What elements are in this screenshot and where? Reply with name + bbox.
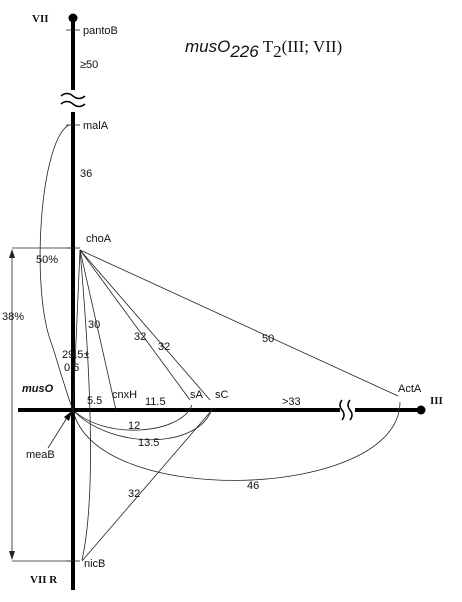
marker-cnxH: cnxH bbox=[112, 389, 137, 401]
link-sC-nicB bbox=[81, 409, 213, 562]
chromosome-iii-break-symbol bbox=[339, 399, 353, 421]
distance-cnxH-sA: 11.5 bbox=[145, 396, 166, 408]
marker-ActA: ActA bbox=[398, 383, 422, 395]
distance-sC-nicB: 32 bbox=[128, 488, 140, 500]
title-t-sub: 2 bbox=[273, 42, 282, 61]
title-gene: musO bbox=[185, 37, 230, 56]
title-rest: (III; VII) bbox=[282, 37, 343, 56]
arc-musO-sC bbox=[72, 407, 213, 441]
chromosome-label-top: VII bbox=[32, 13, 49, 25]
distance-malA-choA: 36 bbox=[80, 168, 92, 180]
link-choA-cnxH bbox=[79, 249, 117, 411]
distance-choA-musO-a: 29.5± bbox=[62, 349, 89, 361]
title-t: T bbox=[263, 37, 274, 56]
distance-pantoB-malA: ≥50 bbox=[80, 59, 98, 71]
arc-musO-ActA bbox=[72, 401, 401, 481]
distance-choA-musO-b: 0.6 bbox=[64, 362, 79, 374]
title-subscript: 226 bbox=[229, 42, 259, 61]
marker-meaB: meaB bbox=[26, 449, 55, 461]
chromosome-label-bottom: VII R bbox=[30, 574, 58, 586]
distance-choA-sA: 32 bbox=[134, 331, 146, 343]
arc-musO-sA bbox=[72, 404, 193, 431]
distance-choA-cnxH: 30 bbox=[88, 319, 100, 331]
chromosome-label-right: III bbox=[430, 395, 443, 407]
meaB-arrowhead bbox=[64, 411, 72, 421]
distance-choA-ActA: 50 bbox=[262, 333, 274, 345]
link-choA-musO bbox=[72, 249, 81, 411]
distance-musO-sC-arc: 13.5 bbox=[138, 437, 159, 449]
marker-musO: musO bbox=[22, 383, 54, 395]
distance-musO-cnxH: 5.5 bbox=[87, 395, 102, 407]
marker-malA: malA bbox=[83, 120, 109, 132]
centromere-vii bbox=[68, 13, 78, 23]
arc-malA-musO bbox=[39, 124, 74, 411]
bracket-arrow-up bbox=[9, 249, 15, 258]
distance-choA-sC: 32 bbox=[158, 341, 170, 353]
percent-38: 38% bbox=[2, 311, 24, 323]
marker-sC: sC bbox=[215, 389, 229, 401]
distance-musO-sA-arc: 12 bbox=[128, 420, 140, 432]
link-choA-sC bbox=[79, 249, 211, 401]
chromosome-break-symbol bbox=[60, 92, 86, 108]
marker-nicB: nicB bbox=[84, 558, 105, 570]
bracket-arrow-down bbox=[9, 551, 15, 560]
link-choA-nicB bbox=[79, 249, 91, 561]
centromere-iii bbox=[416, 405, 426, 415]
link-choA-ActA bbox=[79, 249, 399, 397]
percent-50: 50% bbox=[36, 254, 58, 266]
marker-sA: sA bbox=[190, 389, 204, 401]
marker-pantoB: pantoB bbox=[83, 25, 118, 37]
link-choA-sA bbox=[79, 249, 191, 401]
distance-right-arm: >33 bbox=[282, 396, 301, 408]
marker-choA: choA bbox=[86, 233, 112, 245]
distance-musO-ActA-arc: 46 bbox=[247, 480, 259, 492]
